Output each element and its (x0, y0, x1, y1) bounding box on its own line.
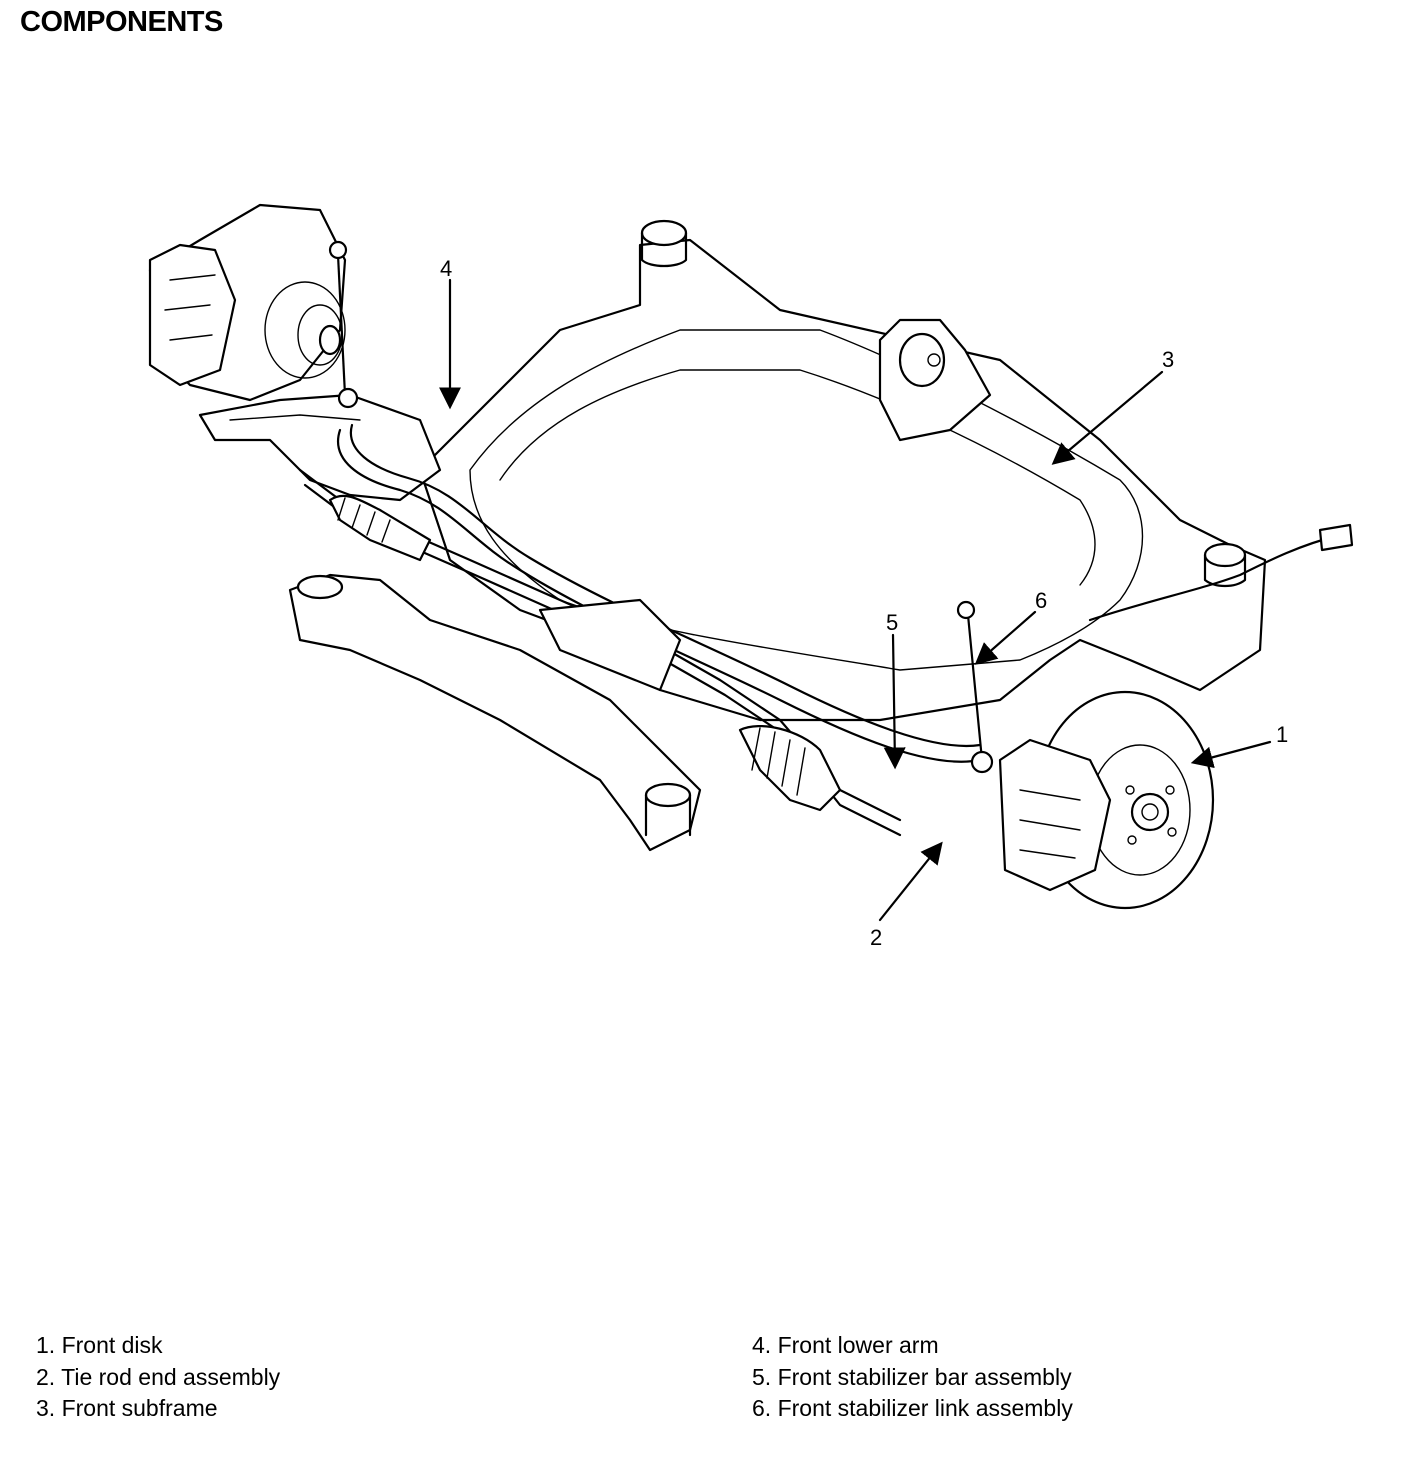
callout-6: 6 (1035, 588, 1047, 613)
front-suspension-diagram: 1 2 3 4 5 6 (148, 203, 1354, 950)
arrow-2 (878, 841, 943, 922)
callout-5: 5 (886, 610, 898, 635)
front-subframe (418, 219, 1267, 722)
left-brake-assembly (148, 203, 359, 409)
steering-rack (298, 468, 902, 837)
right-disk-assembly (956, 523, 1354, 910)
arrow-1 (1190, 740, 1272, 769)
legend-item-1: 1. Front disk (36, 1332, 163, 1358)
arrow-5 (883, 633, 906, 770)
legend-item-6: 6. Front stabilizer link assembly (752, 1395, 1073, 1421)
legend-item-5: 5. Front stabilizer bar assembly (752, 1363, 1072, 1390)
callout-4: 4 (440, 256, 452, 281)
callout-3: 3 (1162, 347, 1174, 372)
legend-right: 4. Front lower arm 5. Front stabilizer b… (752, 1330, 1073, 1425)
front-lower-arm-right (288, 573, 702, 852)
page-title: COMPONENTS (20, 6, 223, 38)
callout-2: 2 (870, 925, 882, 950)
legend-left: 1. Front disk 2. Tie rod end assembly 3.… (36, 1330, 280, 1425)
front-lower-arm-left (198, 393, 442, 502)
legend-item-3: 3. Front subframe (36, 1395, 218, 1421)
callout-1: 1 (1276, 722, 1288, 747)
arrow-3 (1051, 370, 1164, 465)
legend-item-4: 4. Front lower arm (752, 1332, 939, 1358)
legend-item-2: 2. Tie rod end assembly (36, 1363, 281, 1390)
leader-arrows (439, 278, 1272, 922)
front-stabilizer-bar (337, 423, 982, 763)
arrow-6 (974, 610, 1037, 665)
